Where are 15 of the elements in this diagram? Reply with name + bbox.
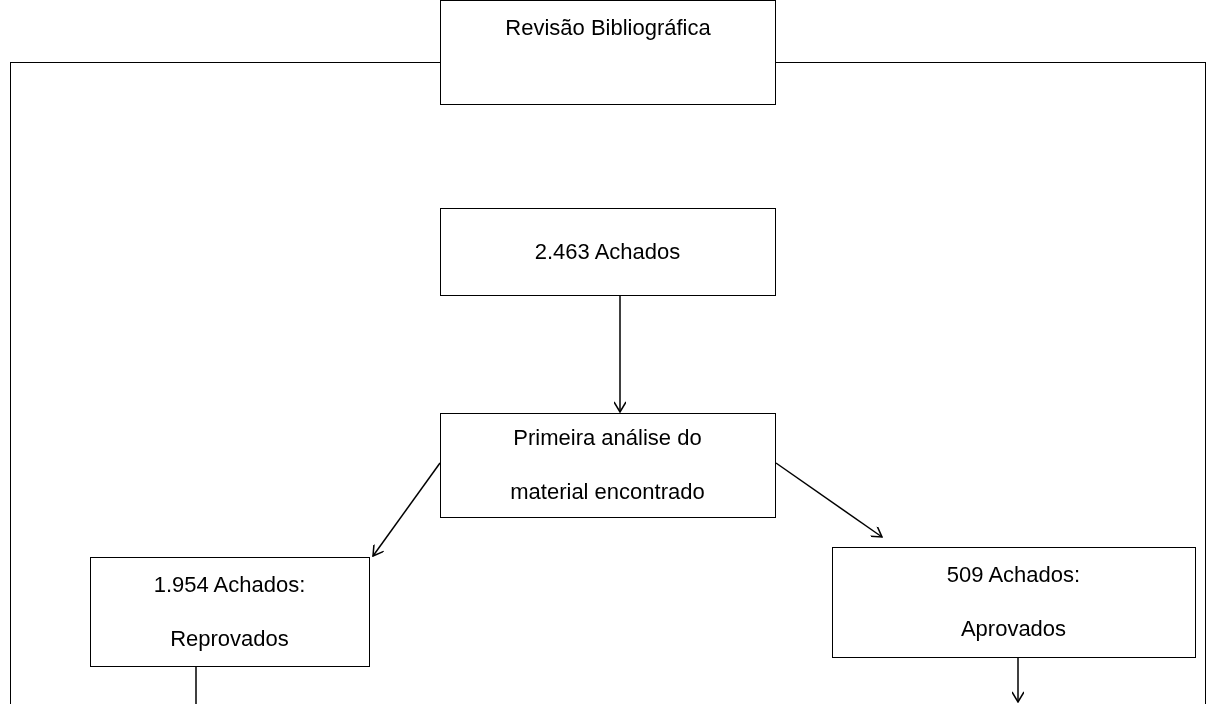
arrow — [613, 295, 627, 413]
process-box — [439, 412, 776, 518]
process-box — [439, 207, 776, 296]
box-label: Revisão Bibliográfica — [505, 14, 711, 42]
process-box — [89, 556, 370, 667]
arrow — [372, 462, 441, 557]
heading-box — [440, 0, 776, 105]
frame-box — [10, 62, 1206, 704]
box-label: 509 Achados: Aprovados — [945, 561, 1082, 643]
arrow — [1011, 657, 1025, 703]
box-label: Primeira análise do material encontrado — [509, 424, 706, 506]
box-label: 1.954 Achados: Reprovados — [152, 570, 307, 653]
arrow — [775, 462, 883, 538]
box-label: 2.463 Achados — [534, 237, 681, 266]
process-box — [831, 546, 1196, 658]
